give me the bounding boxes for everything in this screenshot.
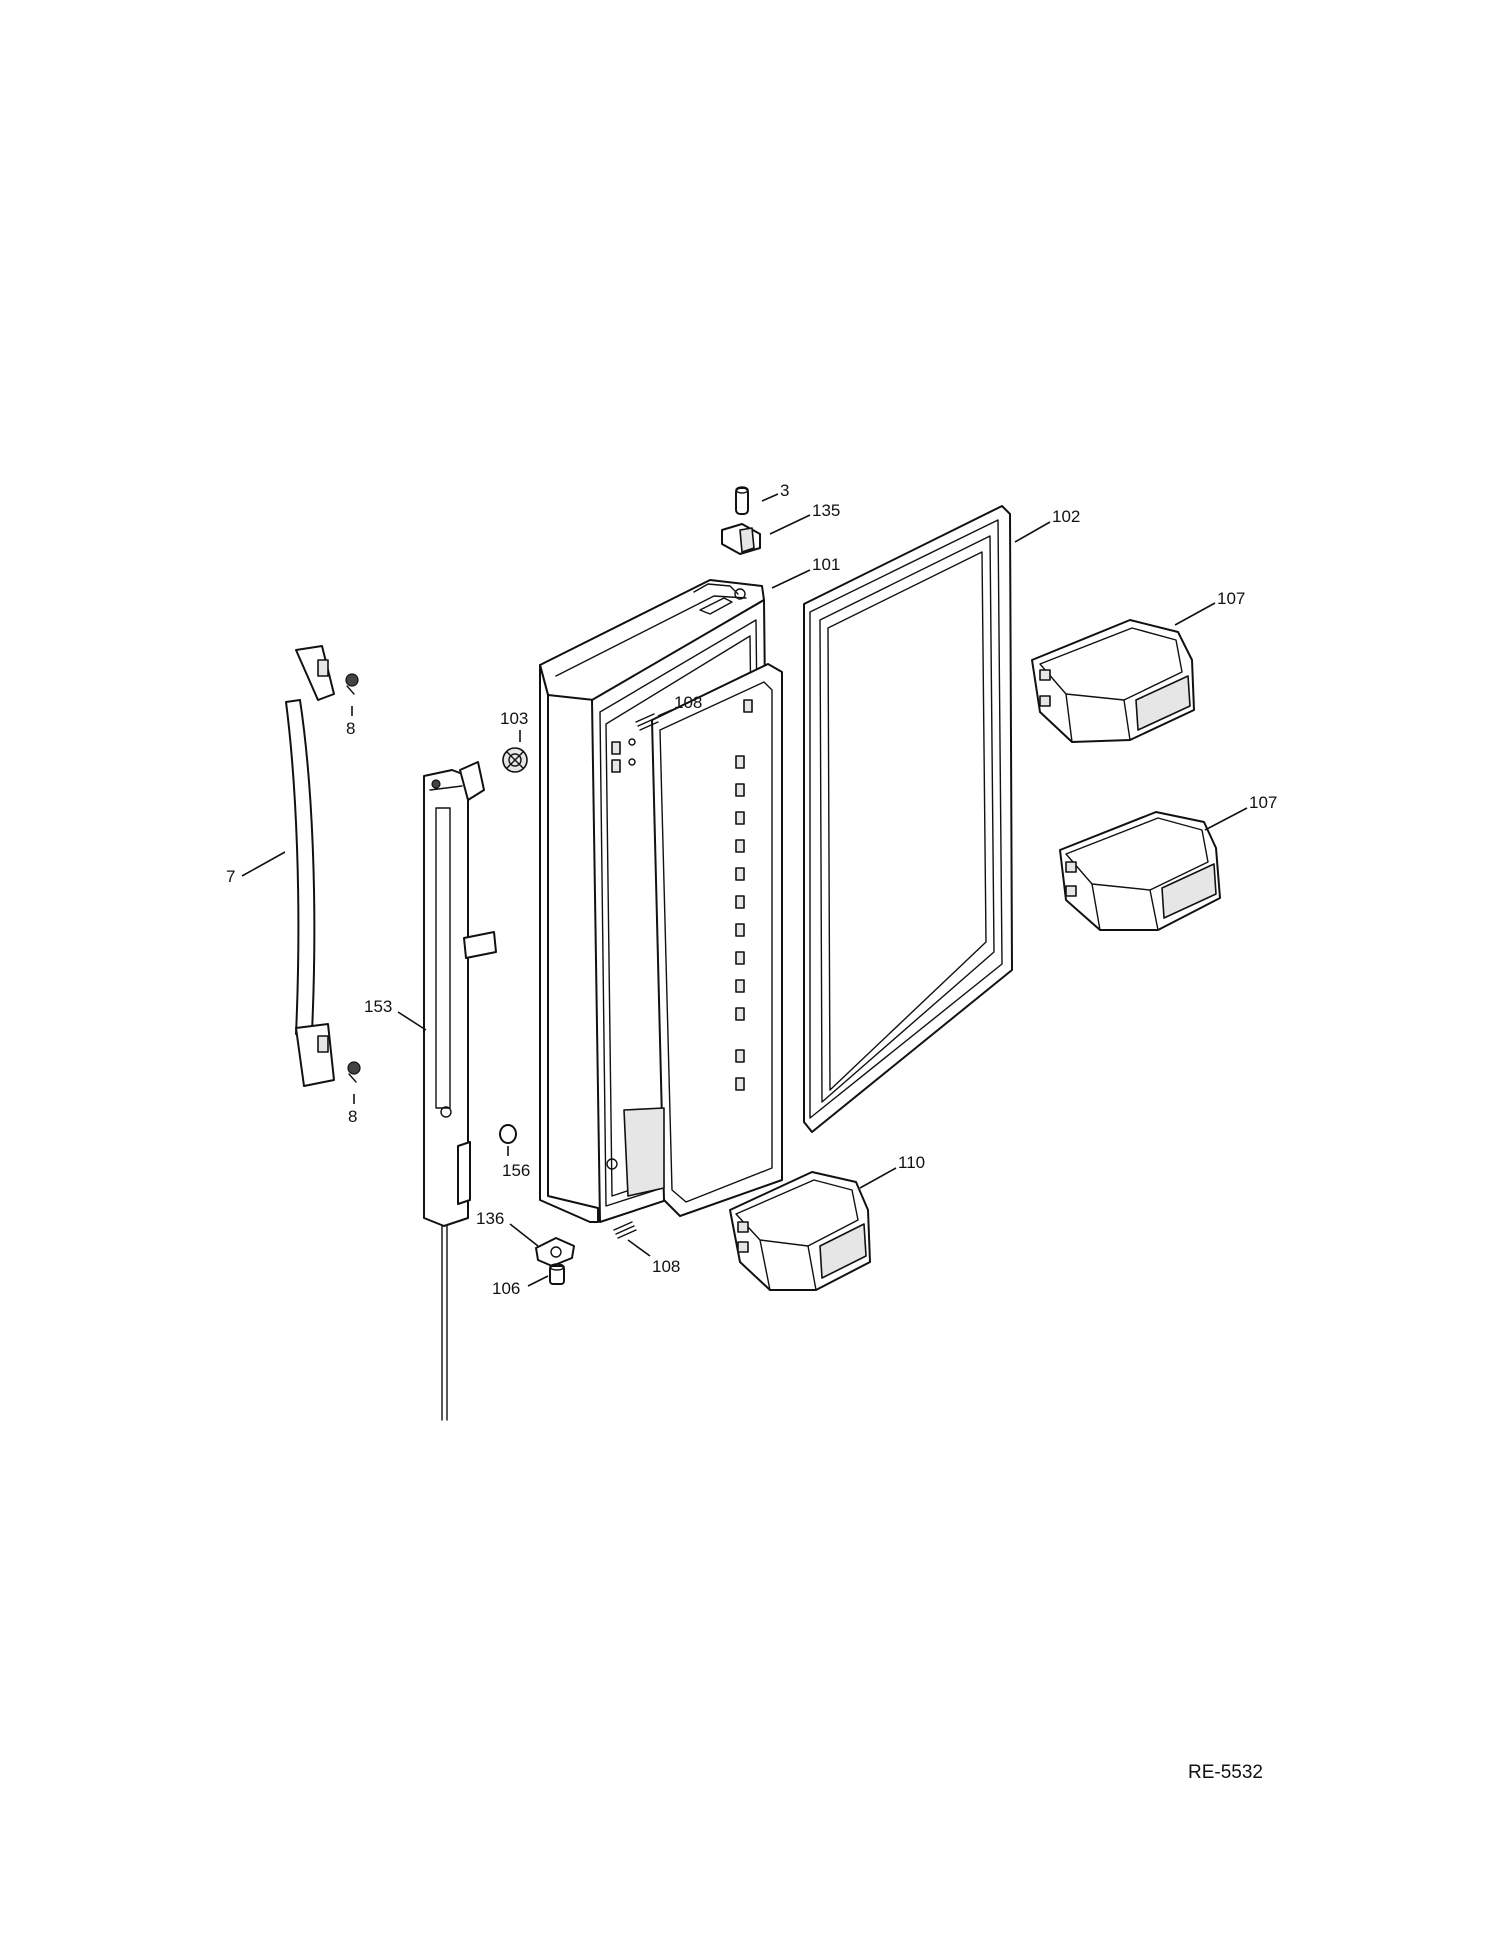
diagram-code: RE-5532 (1188, 1762, 1263, 1783)
hinge-bushing (549, 1263, 565, 1285)
callout-3: 3 (780, 481, 789, 500)
hinge-cap (721, 523, 761, 555)
callout-107-lower: 107 (1249, 793, 1277, 812)
callout-110: 110 (898, 1153, 925, 1172)
callout-135: 135 (812, 501, 840, 520)
door-handle (285, 645, 335, 1087)
callout-108-lower: 108 (652, 1257, 680, 1276)
door-spring-bottom (613, 1221, 637, 1239)
hinge-plate (535, 1237, 575, 1267)
door-hinge-bar (423, 761, 497, 1421)
callout-103: 103 (500, 709, 528, 728)
callout-156: 156 (502, 1161, 530, 1180)
door-bin-lower (1059, 811, 1221, 931)
callout-labels: 3 135 102 101 107 107 103 108 8 7 153 8 … (226, 481, 1277, 1298)
callout-108-upper: 108 (674, 693, 702, 712)
door-bin-upper (1031, 619, 1195, 743)
hinge-pin (735, 486, 749, 515)
door-gasket (803, 505, 1013, 1133)
door-bin-bottom (729, 1171, 871, 1291)
callout-101: 101 (812, 555, 840, 574)
callout-106: 106 (492, 1279, 520, 1298)
callout-153: 153 (364, 997, 392, 1016)
handle-screw-top (345, 673, 359, 695)
callout-8-upper: 8 (346, 719, 355, 738)
shelf-notches (735, 699, 753, 1091)
callout-136: 136 (476, 1209, 504, 1228)
door-spring-top (635, 713, 659, 731)
callout-8-lower: 8 (348, 1107, 357, 1126)
plug-part (499, 1124, 517, 1144)
door-stop-part (502, 747, 528, 773)
callout-102: 102 (1052, 507, 1080, 526)
callout-107-upper: 107 (1217, 589, 1245, 608)
leader-lines (241, 493, 1248, 1287)
handle-screw-bottom (347, 1061, 361, 1083)
door-liner (539, 579, 783, 1223)
callout-7: 7 (226, 867, 235, 886)
